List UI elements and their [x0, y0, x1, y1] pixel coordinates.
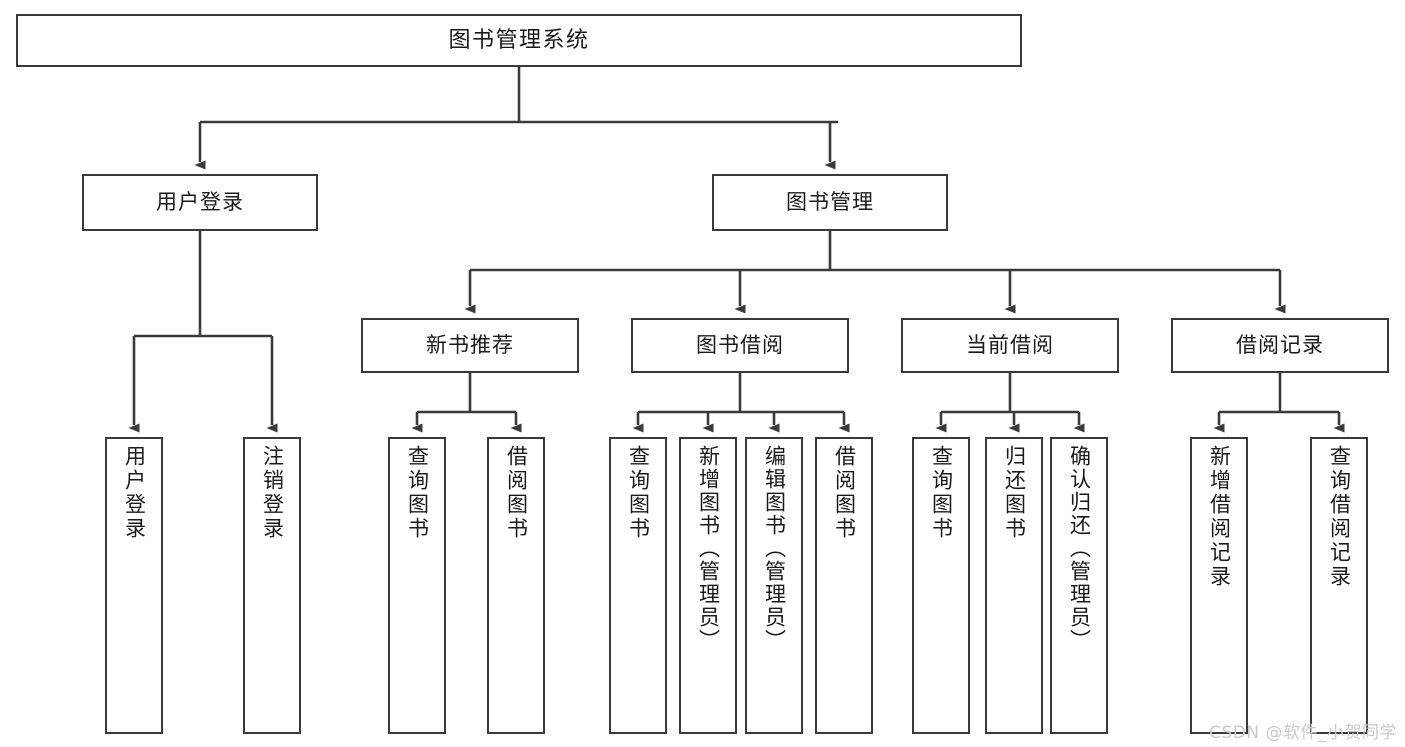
node-user-login-label: 用户登录	[156, 190, 244, 215]
node-leaf-user-login[interactable]: 用户登录	[105, 437, 163, 734]
node-leaf-return-book-label: 归还图书	[1002, 445, 1027, 541]
node-leaf-query-book-3-label: 查询图书	[929, 445, 954, 541]
node-leaf-add-record[interactable]: 新增借阅记录	[1190, 437, 1248, 734]
watermark: CSDN @软件_小贺同学	[1209, 723, 1397, 743]
node-leaf-add-book[interactable]: 新增图书（管理员）	[679, 437, 737, 734]
node-leaf-query-book-2-label: 查询图书	[626, 445, 651, 541]
node-book-borrow-label: 图书借阅	[696, 333, 784, 358]
node-leaf-add-record-label: 新增借阅记录	[1207, 445, 1232, 589]
node-user-login[interactable]: 用户登录	[82, 174, 318, 231]
node-leaf-user-login-label: 用户登录	[122, 445, 147, 541]
node-borrow-record[interactable]: 借阅记录	[1171, 318, 1389, 373]
node-root-system[interactable]: 图书管理系统	[16, 14, 1022, 67]
node-book-manage[interactable]: 图书管理	[712, 174, 948, 231]
node-leaf-add-book-label: 新增图书（管理员）	[696, 445, 721, 652]
node-root-label: 图书管理系统	[448, 27, 590, 53]
node-leaf-query-book-1[interactable]: 查询图书	[388, 437, 446, 734]
node-new-book-rec[interactable]: 新书推荐	[361, 318, 579, 373]
node-leaf-edit-book-label: 编辑图书（管理员）	[762, 445, 787, 652]
node-leaf-borrow-book-1-label: 借阅图书	[504, 445, 529, 541]
node-leaf-return-book[interactable]: 归还图书	[985, 437, 1043, 734]
node-leaf-query-book-3[interactable]: 查询图书	[912, 437, 970, 734]
node-leaf-user-logout[interactable]: 注销登录	[243, 437, 301, 734]
node-leaf-confirm-return[interactable]: 确认归还（管理员）	[1050, 437, 1108, 734]
node-leaf-query-book-2[interactable]: 查询图书	[609, 437, 667, 734]
node-leaf-borrow-book-2[interactable]: 借阅图书	[815, 437, 873, 734]
node-current-borrow-label: 当前借阅	[966, 333, 1054, 358]
node-leaf-query-record-label: 查询借阅记录	[1327, 445, 1352, 589]
node-leaf-borrow-book-2-label: 借阅图书	[832, 445, 857, 541]
node-leaf-confirm-return-label: 确认归还（管理员）	[1067, 445, 1092, 652]
node-leaf-user-logout-label: 注销登录	[260, 445, 285, 541]
node-leaf-query-record[interactable]: 查询借阅记录	[1310, 437, 1368, 734]
node-leaf-borrow-book-1[interactable]: 借阅图书	[487, 437, 545, 734]
node-leaf-edit-book[interactable]: 编辑图书（管理员）	[745, 437, 803, 734]
node-book-manage-label: 图书管理	[786, 190, 874, 215]
node-leaf-query-book-1-label: 查询图书	[405, 445, 430, 541]
node-new-book-rec-label: 新书推荐	[426, 333, 514, 358]
node-borrow-record-label: 借阅记录	[1236, 333, 1324, 358]
node-current-borrow[interactable]: 当前借阅	[901, 318, 1119, 373]
node-book-borrow[interactable]: 图书借阅	[631, 318, 849, 373]
